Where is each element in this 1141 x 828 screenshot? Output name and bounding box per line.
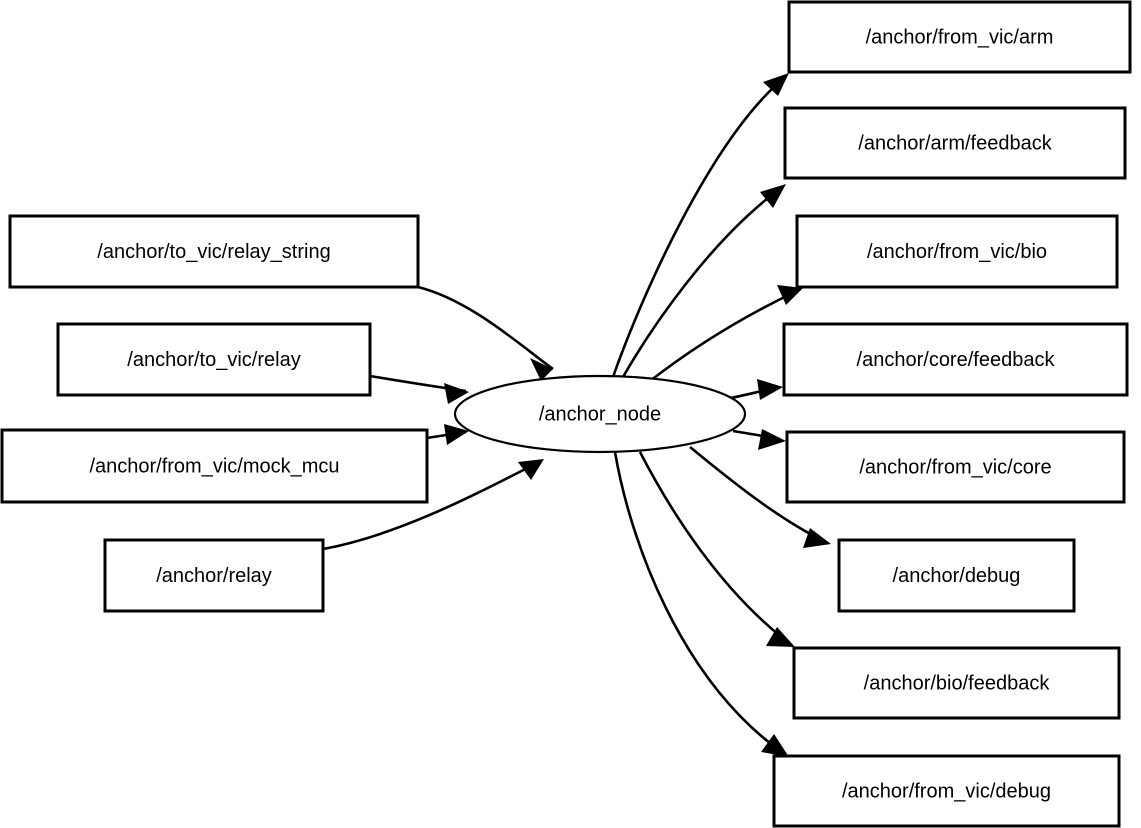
topic-box-rect[interactable] <box>785 430 1126 504</box>
topic-box-rect[interactable] <box>795 214 1119 289</box>
arrowhead-icon <box>530 358 553 381</box>
edge-line <box>613 451 784 755</box>
topic-box-rect[interactable] <box>0 428 429 504</box>
topic-box-rect[interactable] <box>772 754 1121 828</box>
topic-box-rect[interactable] <box>56 322 372 397</box>
graph-edge <box>649 285 803 383</box>
arrowhead-icon <box>444 424 469 445</box>
graph-edge <box>689 445 831 548</box>
edges-layer <box>322 73 831 757</box>
edge-line <box>611 77 785 378</box>
topic-box[interactable]: /anchor/arm/feedback <box>783 106 1127 180</box>
topic-box-rect[interactable] <box>792 646 1121 720</box>
topic-box[interactable]: /anchor/bio/feedback <box>792 646 1121 720</box>
arrowhead-icon <box>760 184 786 208</box>
graph-edge <box>638 451 795 647</box>
edge-line <box>649 289 798 383</box>
graph-edge <box>732 429 786 450</box>
topic-box[interactable]: /anchor/to_vic/relay <box>56 322 372 397</box>
graph-edge <box>613 451 789 757</box>
edge-line <box>621 186 782 378</box>
topic-box[interactable]: /anchor/to_vic/relay_string <box>8 214 420 289</box>
topic-box[interactable]: /anchor/from_vic/core <box>785 430 1126 504</box>
arrowhead-icon <box>803 528 831 548</box>
topic-box-rect[interactable] <box>783 106 1127 180</box>
arrowhead-icon <box>777 285 803 305</box>
graph-edge <box>730 379 783 400</box>
edge-line <box>417 285 554 371</box>
arrowhead-icon <box>518 459 544 480</box>
topic-box-rect[interactable] <box>8 214 420 289</box>
arrowhead-icon <box>761 734 789 757</box>
topic-box[interactable]: /anchor/from_vic/bio <box>795 214 1119 289</box>
center-node[interactable]: /anchor_node <box>453 374 747 454</box>
graph-edge <box>322 459 544 551</box>
topic-box[interactable]: /anchor/from_vic/mock_mcu <box>0 428 429 504</box>
arrowhead-icon <box>763 73 789 96</box>
graph-edge <box>621 184 786 378</box>
edge-line <box>322 459 542 551</box>
graph-edge <box>369 374 469 404</box>
arrowhead-icon <box>757 379 783 400</box>
subscribed-topics-layer: /anchor/to_vic/relay_string/anchor/to_vi… <box>0 214 429 613</box>
topic-box[interactable]: /anchor/from_vic/debug <box>772 754 1121 828</box>
topic-box-rect[interactable] <box>837 538 1076 613</box>
graph-edge <box>426 424 469 445</box>
arrowhead-icon <box>766 627 795 647</box>
topic-box[interactable]: /anchor/relay <box>103 538 325 613</box>
arrowhead-icon <box>758 429 786 450</box>
topic-box-rect[interactable] <box>103 538 325 613</box>
topic-box[interactable]: /anchor/from_vic/arm <box>787 0 1132 74</box>
topic-box[interactable]: /anchor/debug <box>837 538 1076 613</box>
published-topics-layer: /anchor/from_vic/arm/anchor/arm/feedback… <box>772 0 1132 828</box>
arrowhead-icon <box>444 383 469 404</box>
topic-box[interactable]: /anchor/core/feedback <box>782 322 1129 397</box>
edge-line <box>638 451 790 645</box>
graph-edge <box>611 73 789 378</box>
graph-edge <box>417 285 554 381</box>
anchor-node-ellipse[interactable] <box>453 374 747 454</box>
topic-box-rect[interactable] <box>782 322 1129 397</box>
topic-box-rect[interactable] <box>787 0 1132 74</box>
